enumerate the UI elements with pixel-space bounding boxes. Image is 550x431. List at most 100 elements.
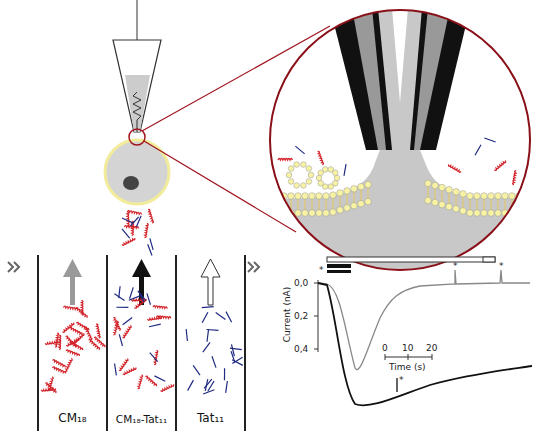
peptide-helix: [45, 382, 57, 393]
peptide-tat: [226, 312, 232, 323]
peptide-helix: [53, 359, 66, 367]
axis-tick: 0,2: [294, 312, 308, 321]
lipid-head: [502, 193, 509, 200]
peptide-tat: [154, 376, 165, 381]
lipid-head: [460, 191, 467, 198]
peptide-helix: [156, 316, 170, 319]
lipid-head: [358, 200, 365, 207]
peptide-helix: [278, 159, 292, 161]
vesicle: [288, 166, 294, 172]
peptide-tat: [224, 368, 225, 380]
flow-arrow: [201, 259, 220, 305]
peptide-tat: [193, 365, 200, 375]
peptide-tat: [122, 229, 130, 238]
vesicle: [286, 172, 292, 178]
lipid-head: [432, 182, 439, 189]
stim-marker: *: [453, 262, 458, 271]
lipid-tail: [491, 199, 492, 210]
lipid-tail: [361, 190, 362, 201]
lipid-head: [425, 197, 432, 204]
peptide-helix: [96, 324, 100, 338]
peptide-helix: [147, 317, 161, 320]
lipid-head: [302, 193, 309, 200]
peptide-helix: [113, 321, 118, 335]
peptide-tat: [114, 294, 124, 301]
peptide-tat: [123, 317, 132, 324]
lipid-tail: [435, 189, 436, 200]
lipid-head: [281, 210, 288, 217]
peptide-helix: [122, 238, 136, 246]
peptide-helix: [448, 164, 461, 172]
nucleus: [123, 176, 139, 190]
peptide-helix: [62, 323, 74, 333]
peptide-helix: [145, 223, 149, 237]
peptide-tat: [202, 312, 208, 323]
lipid-tail: [277, 199, 278, 210]
lipid-head: [295, 193, 302, 200]
lipid-tail: [305, 199, 306, 210]
peptide-tat: [207, 329, 219, 331]
peptides: [278, 138, 516, 185]
peptide-helix: [123, 367, 137, 375]
lipid-tail: [270, 199, 271, 210]
lipid-tail: [470, 199, 471, 210]
flow-chevron: [248, 262, 259, 272]
peptide-tat: [230, 348, 242, 349]
vesicle: [308, 172, 314, 178]
peptide-helix: [55, 333, 59, 347]
vesicle: [328, 184, 334, 190]
peptide-helix: [148, 209, 154, 223]
peptide-helix: [66, 349, 80, 356]
lipid-head: [267, 210, 274, 217]
zoom-view: [267, 8, 532, 272]
lipid-head: [439, 201, 446, 208]
lipid-head: [358, 183, 365, 190]
pipette-solution: [125, 75, 150, 132]
lipid-head: [460, 208, 467, 215]
flow-chevron: [8, 262, 19, 272]
lipid-tail: [498, 199, 499, 210]
peptide-helix: [123, 325, 132, 338]
peptide-tat: [119, 334, 122, 346]
lipid-tail: [340, 196, 341, 207]
lipid-head: [309, 193, 316, 200]
peptide-helix: [134, 299, 146, 309]
peptide-tat: [484, 138, 495, 142]
peptide-helix: [318, 151, 324, 165]
lipid-head: [337, 207, 344, 214]
peptide-tat: [231, 351, 235, 362]
lipid-head: [474, 210, 481, 217]
lipid-tail: [326, 199, 327, 210]
lipid-head: [302, 210, 309, 217]
lipid-tail: [477, 199, 478, 210]
lipid-head: [274, 210, 281, 217]
lipid-head: [295, 210, 302, 217]
perfusion-channel: Tat₁₁: [175, 255, 246, 431]
lipid-tail: [442, 191, 443, 202]
peptide-tat: [122, 218, 133, 223]
stim-marker: *: [399, 376, 404, 385]
peptide-tat: [295, 146, 304, 154]
lipid-head: [351, 186, 358, 193]
peptide-tat: [186, 329, 187, 341]
lipid-head: [344, 188, 351, 195]
axis-title: Current (nA): [283, 287, 292, 343]
lipid-head: [351, 203, 358, 210]
vesicle: [334, 175, 340, 181]
lipid-tail: [291, 199, 292, 210]
flow-arrow: [63, 259, 82, 305]
peptide-tat: [344, 164, 346, 176]
lipid-tail: [505, 199, 506, 210]
lipid-head: [453, 206, 460, 213]
peptide-tat: [150, 238, 153, 250]
lipid-head: [316, 210, 323, 217]
lipid-tail: [463, 197, 464, 208]
channel-label: CM₁₈: [39, 411, 106, 425]
peptide-helix: [153, 305, 167, 308]
lipid-tail: [519, 199, 520, 210]
lipid-head: [288, 193, 295, 200]
peptide-helix: [89, 339, 101, 350]
axis-tick: 0,0: [294, 279, 308, 288]
peptide-helix: [66, 336, 77, 348]
